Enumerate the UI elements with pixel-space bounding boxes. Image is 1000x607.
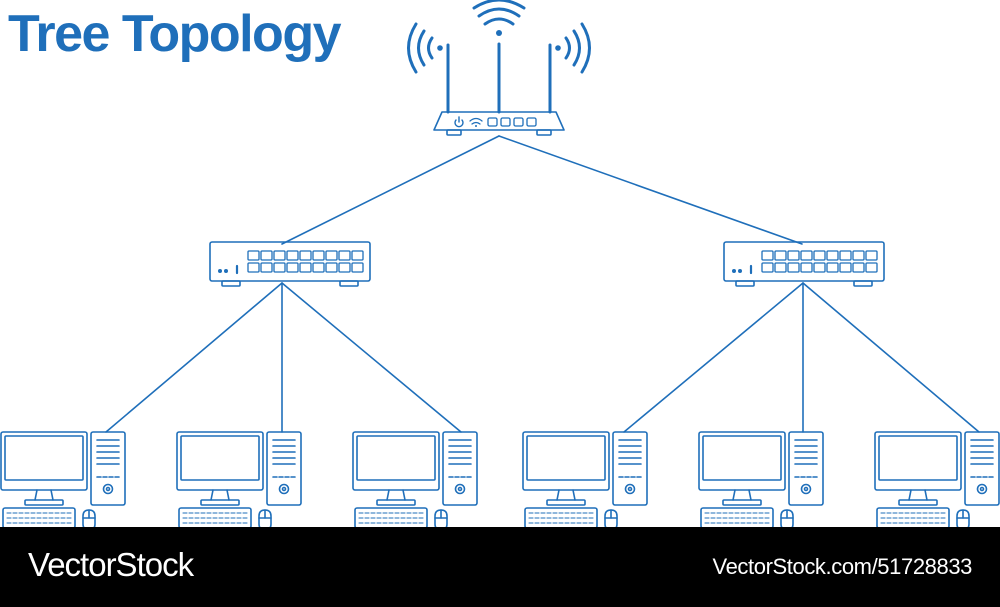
- router-icon: [433, 42, 565, 136]
- desktop-computer-3-icon: [352, 431, 478, 527]
- wifi-signal-right-icon: [555, 22, 591, 74]
- wifi-signal-icon: [472, 0, 526, 36]
- link-router-switch-right: [498, 135, 803, 245]
- wifi-signal-left-icon: [407, 22, 443, 74]
- connection-lines: [105, 135, 980, 433]
- link-switch-right-pc-4: [623, 282, 804, 433]
- diagram-title: Tree Topology: [8, 5, 342, 63]
- desktop-computer-5-icon: [698, 431, 824, 527]
- network-switch-left-icon: [208, 240, 372, 288]
- desktop-computer-1-icon: [0, 431, 126, 527]
- desktop-computer-2-icon: [176, 431, 302, 527]
- link-switch-left-pc-1: [105, 282, 283, 433]
- brand-logo: VectorStock: [28, 546, 194, 583]
- tree-topology-diagram: [0, 0, 1000, 527]
- desktop-computer-4-icon: [522, 431, 648, 527]
- desktop-computer-6-icon: [874, 431, 1000, 527]
- link-router-switch-left: [281, 135, 500, 245]
- watermark-footer: VectorStock VectorStock.com/51728833: [0, 527, 1000, 607]
- link-switch-right-pc-6: [802, 282, 980, 433]
- link-switch-left-pc-3: [281, 282, 462, 433]
- network-switch-right-icon: [722, 240, 886, 288]
- image-credit: VectorStock.com/51728833: [712, 554, 973, 579]
